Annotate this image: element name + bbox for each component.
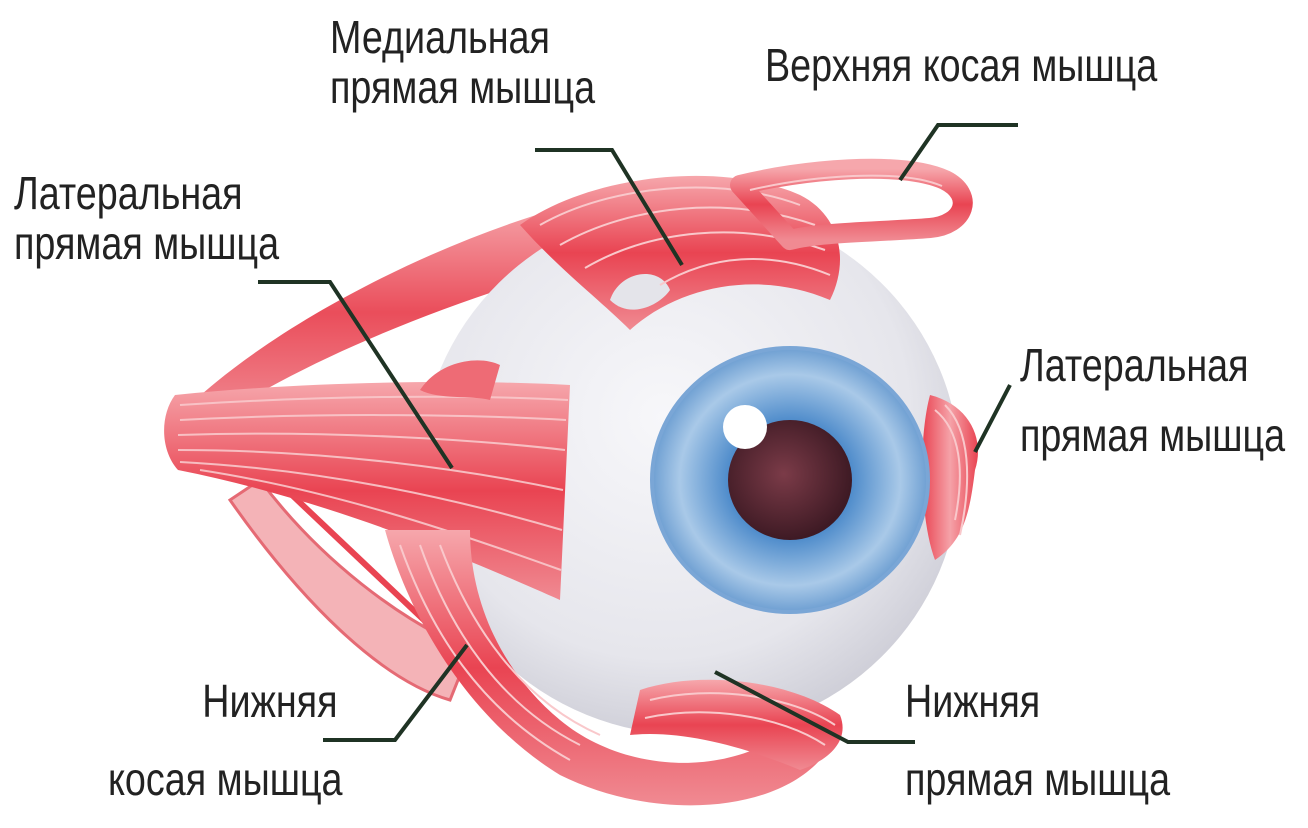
label-inferior-rectus: Нижняя прямая мышца — [905, 676, 1170, 804]
leader-line-lateral-rectus-right — [975, 385, 1010, 452]
label-medial-rectus: Медиальная прямая мышца — [330, 12, 595, 112]
label-lateral-rectus-left: Латеральная прямая мышца — [14, 168, 279, 268]
label-lateral-rectus-right: Латеральная прямая мышца — [1020, 340, 1285, 460]
label-superior-oblique: Верхняя косая мышца — [765, 40, 1157, 90]
lateral-rectus-right-muscle — [922, 395, 978, 560]
muscle-fragment — [420, 360, 500, 400]
highlight — [723, 405, 767, 449]
label-inferior-oblique: Нижняя косая мышца — [108, 676, 343, 804]
